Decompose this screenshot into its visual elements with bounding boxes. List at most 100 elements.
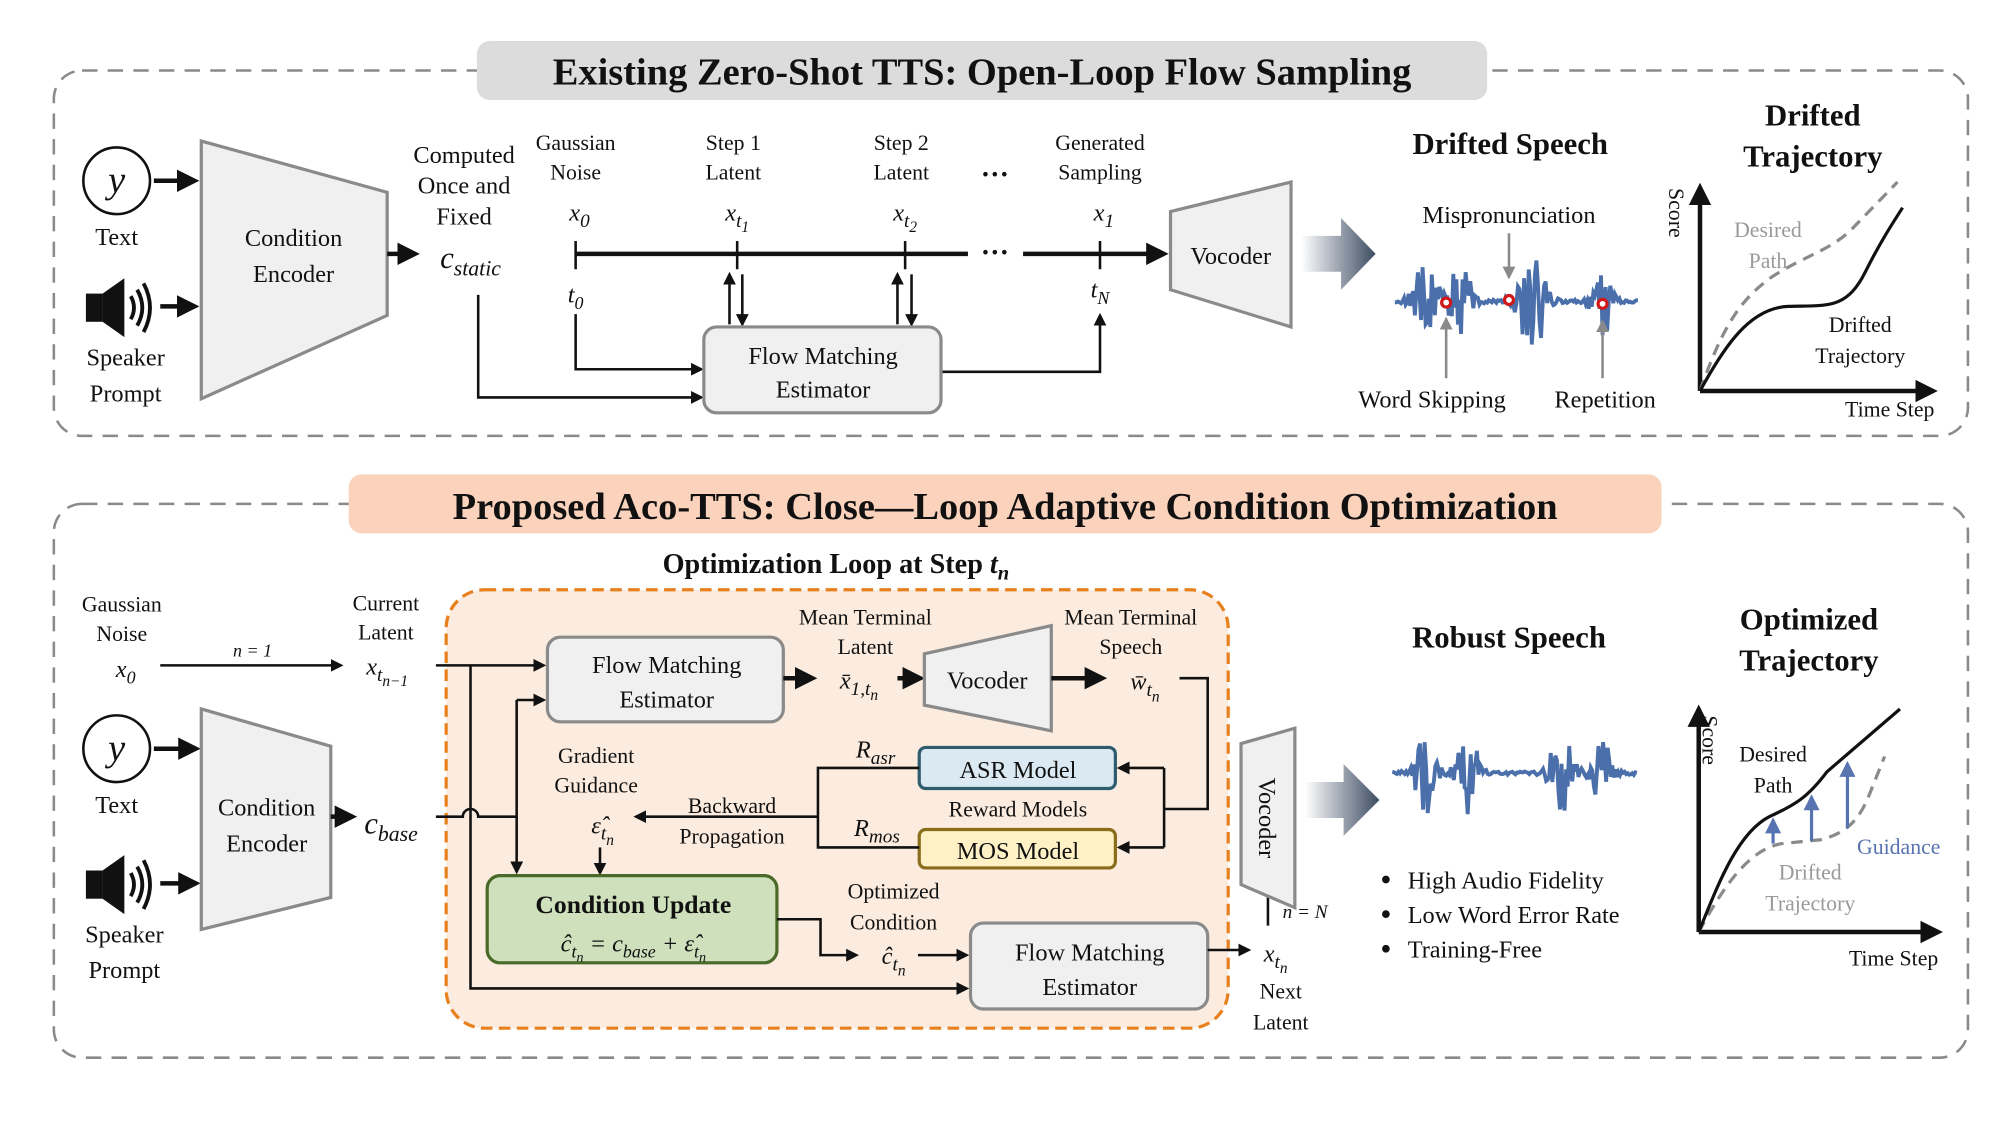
banner	[476, 41, 1488, 100]
ellipsis-top: ···	[981, 159, 1009, 190]
benefit-item: High Audio Fidelity	[1408, 867, 1605, 894]
drifted-waveform	[1394, 260, 1639, 345]
banner-title: Existing Zero-Shot TTS: Open-Loop Flow S…	[553, 52, 1412, 94]
fme1-label: Flow Matching	[592, 652, 741, 679]
text-input-icon	[82, 146, 152, 216]
r-mos: Rmos	[853, 815, 900, 847]
ellipsis: ···	[981, 238, 1009, 269]
step-label: Step 2	[874, 131, 929, 155]
speaker-label: Speaker	[85, 921, 163, 948]
desired-label: Desired	[1734, 218, 1802, 242]
optimized-trajectory-plot: Optimized Trajectory Score Time Step Des…	[1687, 602, 1943, 970]
t0-label: t0	[568, 282, 584, 313]
drifted-trajectory-plot: Drifted Trajectory Score Time Step Desir…	[1664, 99, 1938, 422]
banner	[348, 474, 1662, 534]
drifted-label-2: Trajectory	[1765, 891, 1855, 915]
encoder-label: Condition	[218, 794, 315, 821]
x0: x0	[115, 656, 136, 687]
fme2-label: Flow Matching	[1015, 939, 1164, 966]
noise-label: Gaussian	[82, 593, 162, 617]
current-label-2: Latent	[358, 621, 414, 645]
closed-loop-section: Proposed Aco-TTS: Close—Loop Adaptive Co…	[52, 474, 1970, 1059]
vocoder-inner-label: Vocoder	[947, 667, 1028, 694]
current-label: Current	[353, 591, 420, 615]
c-hat: ĉtn	[882, 943, 906, 980]
text-symbol: y	[104, 727, 126, 769]
step-label: Latent	[706, 160, 762, 184]
guidance-label: Guidance	[1857, 835, 1940, 859]
step-latent-var: xt1	[724, 200, 749, 237]
y-axis-label: Score	[1664, 188, 1688, 238]
text-symbol: y	[104, 159, 126, 201]
benefit-item: Training-Free	[1408, 937, 1542, 964]
text-label: Text	[95, 224, 138, 251]
desired-label-2: Path	[1754, 773, 1793, 797]
word-skipping-label: Word Skipping	[1358, 387, 1506, 414]
error-markers	[1440, 293, 1609, 310]
desired-path-curve	[1697, 707, 1902, 933]
x-next: xtn	[1263, 941, 1288, 978]
mean-speech-label: Mean Terminal	[1064, 605, 1197, 629]
vocoder-outer	[1239, 726, 1297, 911]
r-asr: Rasr	[855, 737, 896, 769]
n-equals-1: n = 1	[233, 640, 272, 660]
noise-label-2: Noise	[96, 622, 147, 646]
banner-title: Proposed Aco-TTS: Close—Loop Adaptive Co…	[453, 486, 1558, 528]
drifted-trajectory-curve	[1698, 206, 1904, 392]
backward-label: Backward	[688, 794, 776, 818]
optimized-label: Optimized	[848, 880, 940, 904]
fme1-label-2: Estimator	[619, 687, 714, 714]
output-arrow-icon	[1301, 217, 1376, 290]
update-title: Condition Update	[535, 890, 731, 919]
mispronunciation-label: Mispronunciation	[1422, 202, 1595, 229]
fme2-label-2: Estimator	[1042, 974, 1137, 1001]
mean-speech-label-2: Speech	[1099, 635, 1162, 659]
step-latent-var: xt2	[892, 200, 917, 237]
text-input-icon	[82, 714, 152, 784]
prompt-label: Prompt	[90, 380, 162, 407]
x-axis-label: Time Step	[1845, 398, 1934, 422]
vocoder-inner	[922, 623, 1053, 733]
computed-note-3: Fixed	[436, 203, 491, 230]
x-prev: xtn−1	[365, 653, 408, 690]
vocoder-outer-label: Vocoder	[1253, 778, 1280, 859]
speaker-label: Speaker	[86, 344, 164, 371]
text-label: Text	[95, 792, 138, 819]
encoder-label-2: Encoder	[226, 830, 307, 857]
drifted-label: Drifted	[1829, 313, 1892, 337]
reward-models-label: Reward Models	[949, 798, 1088, 822]
desired-label-2: Path	[1749, 249, 1788, 273]
computed-note-2: Once and	[418, 173, 511, 200]
backward-label-2: Propagation	[679, 825, 784, 849]
next-label-2: Latent	[1253, 1010, 1309, 1034]
step-label: Generated	[1055, 131, 1145, 155]
gradient-label: Gradient	[558, 744, 634, 768]
computed-note: Computed	[413, 142, 514, 169]
next-label: Next	[1260, 980, 1302, 1004]
vocoder-label: Vocoder	[1190, 243, 1271, 270]
drifted-label-2: Trajectory	[1815, 344, 1905, 368]
loop-title: Optimization Loop at Step tn	[663, 549, 1010, 584]
optimized-label-2: Condition	[850, 910, 937, 934]
mean-latent-label-2: Latent	[838, 635, 894, 659]
desired-path-curve	[1698, 180, 1899, 392]
plot-title: Drifted	[1765, 99, 1861, 133]
c-static: cstatic	[440, 241, 501, 281]
drifted-speech-title: Drifted Speech	[1412, 127, 1608, 161]
output-arrow-icon	[1305, 764, 1380, 836]
plot-title-2: Trajectory	[1739, 644, 1879, 678]
sampling-timeline: ··· ···	[574, 159, 1169, 270]
step-latent-var: x1	[1093, 200, 1114, 232]
benefits-list: High Audio Fidelity Low Word Error Rate …	[1382, 867, 1620, 964]
step-label: Sampling	[1058, 160, 1142, 184]
condition-encoder	[199, 706, 333, 932]
plot-title: Optimized	[1740, 602, 1878, 636]
c-base: cbase	[364, 806, 418, 846]
gradient-label-2: Guidance	[554, 773, 637, 797]
flow-matching-estimator-2	[968, 921, 1210, 1011]
vocoder	[1168, 180, 1293, 330]
speaker-icon	[85, 278, 152, 338]
mean-latent: x̄1,tn	[839, 667, 879, 704]
benefit-item: Low Word Error Rate	[1408, 902, 1620, 929]
